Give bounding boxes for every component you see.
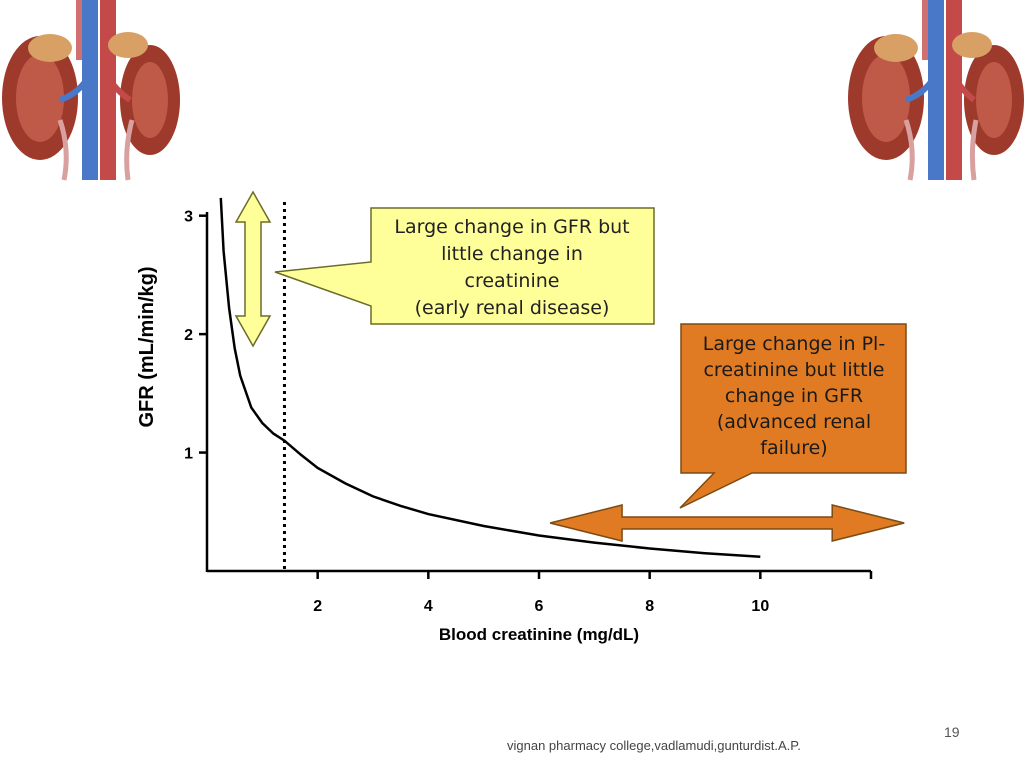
early-callout-box: [274, 207, 655, 325]
page-number: 19: [944, 724, 960, 740]
horizontal-double-arrow: [549, 504, 905, 542]
y-tick-label: 2: [184, 327, 193, 344]
series-line: [219, 197, 761, 559]
early-callout-line: creatinine: [465, 270, 560, 292]
y-tick-label: 3: [184, 209, 193, 226]
early-callout-line: Large change in GFR but: [394, 216, 629, 238]
advanced-callout-box: [679, 323, 907, 509]
x-tick-label: 2: [313, 598, 322, 615]
early-callout-line: (early renal disease): [415, 297, 610, 319]
kidney-icon: [2, 0, 180, 181]
vertical-double-arrow: [234, 190, 272, 348]
advanced-callout-line: change in GFR: [725, 385, 863, 407]
x-axis-label: Blood creatinine (mg/dL): [439, 625, 639, 644]
kidney-icon: [848, 0, 1024, 181]
y-axis-label: GFR (mL/min/kg): [136, 266, 158, 427]
advanced-callout-line: Large change in Pl-: [703, 333, 885, 355]
y-tick-label: 1: [184, 446, 193, 463]
x-tick-label: 6: [535, 598, 544, 615]
advanced-callout-line: creatinine but little: [703, 359, 884, 381]
advanced-callout-line: (advanced renal: [717, 411, 871, 433]
early-callout-line: little change in: [441, 243, 583, 265]
x-tick-label: 8: [645, 598, 654, 615]
early-callout-text: Large change in GFR but little change in c…: [394, 216, 629, 319]
x-tick-label: 4: [424, 598, 433, 615]
footer-text: vignan pharmacy college,vadlamudi,guntur…: [507, 738, 801, 753]
x-tick-label: 10: [751, 598, 769, 615]
advanced-callout-line: failure): [760, 437, 827, 459]
advanced-callout-text: Large change in Pl-creatinine but little…: [703, 333, 885, 459]
